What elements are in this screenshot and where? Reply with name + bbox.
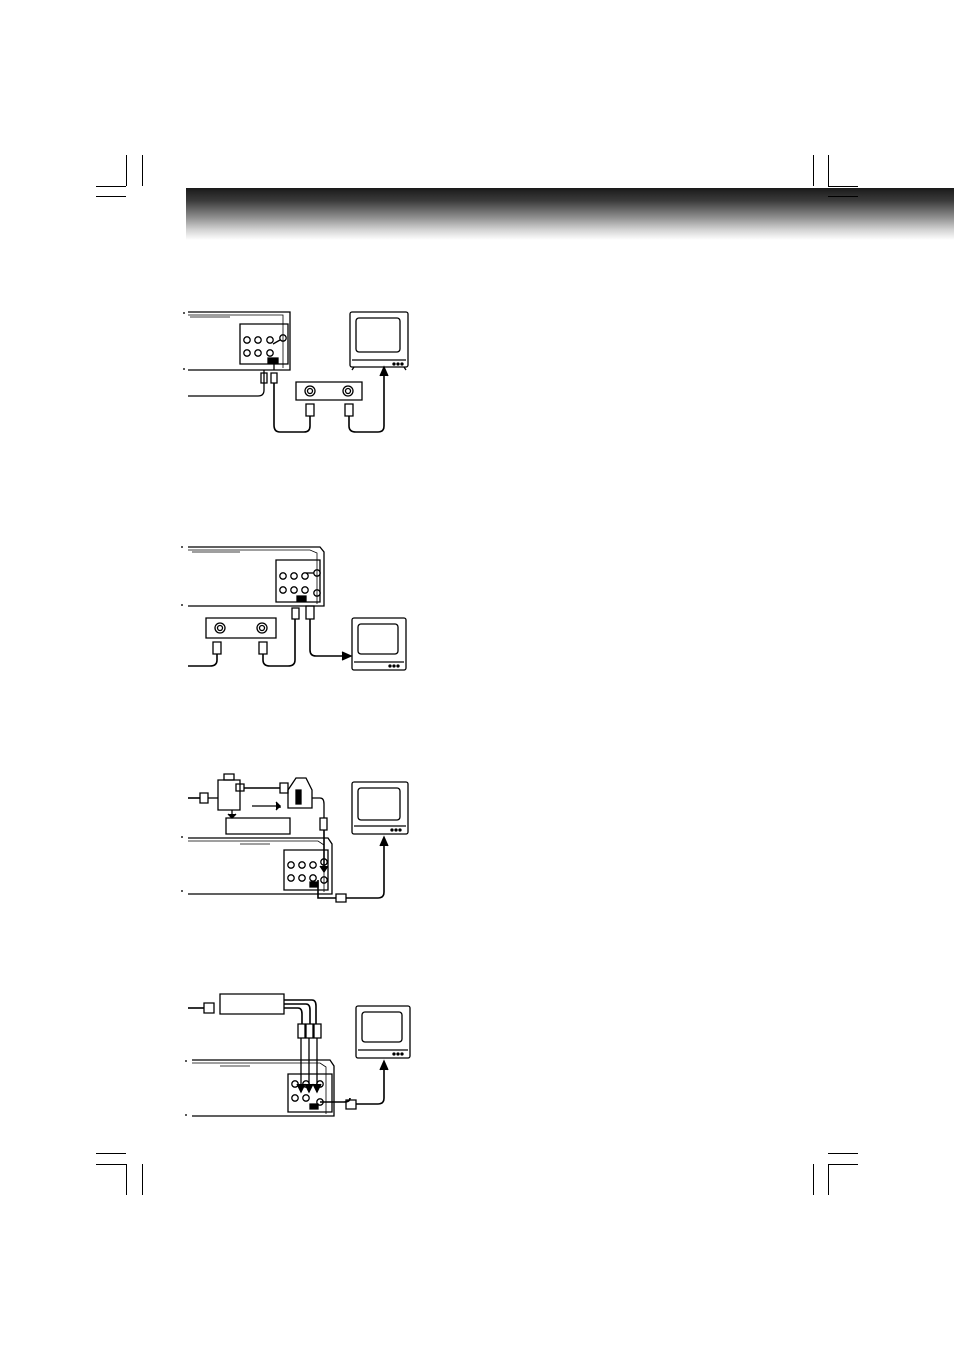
rca-cables [284, 1000, 321, 1092]
vcr-back-panel [186, 1060, 334, 1116]
connection-diagram-4 [180, 988, 420, 1128]
cable-box [226, 818, 290, 834]
tv-set [352, 618, 406, 670]
rf-switch [288, 778, 312, 808]
connection-diagram-1 [180, 300, 420, 440]
tv-set [350, 312, 408, 370]
signal-splitter [208, 774, 244, 810]
vcr-back-panel [182, 546, 324, 606]
cable-box [220, 994, 284, 1014]
connection-diagram-2 [180, 540, 420, 680]
antenna-splitter [206, 618, 276, 654]
tv-set [356, 1006, 410, 1058]
connection-diagram-3 [180, 770, 420, 910]
tv-set [352, 782, 408, 834]
antenna-splitter [296, 382, 362, 416]
vcr-back-panel [182, 836, 332, 894]
